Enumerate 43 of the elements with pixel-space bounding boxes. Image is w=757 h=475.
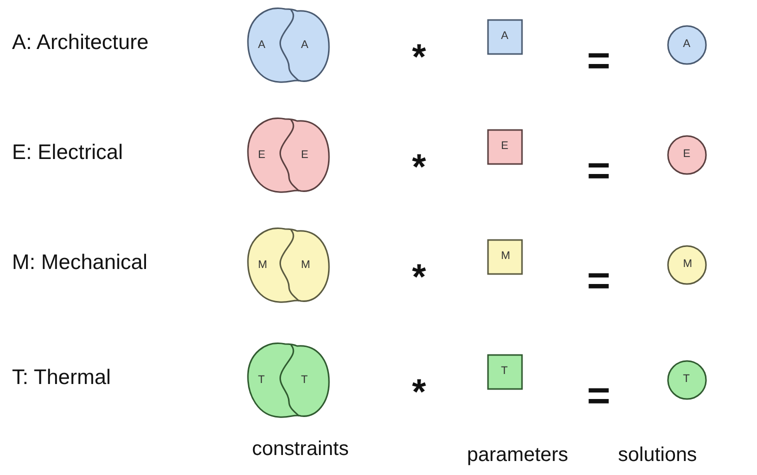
parameter-square bbox=[487, 19, 523, 55]
equals-sign: = bbox=[587, 151, 610, 191]
column-label: constraints bbox=[252, 438, 349, 461]
multiply-sign: * bbox=[412, 149, 426, 185]
row-label: T: Thermal bbox=[12, 366, 111, 390]
column-label: parameters bbox=[467, 444, 568, 467]
node-letter: A bbox=[301, 39, 308, 51]
equals-sign: = bbox=[587, 261, 610, 301]
multiply-sign: * bbox=[412, 39, 426, 75]
column-label: solutions bbox=[618, 444, 697, 467]
node-letter: M bbox=[258, 259, 268, 271]
node-letter: E bbox=[501, 140, 508, 152]
parameter-square bbox=[487, 239, 523, 275]
multiply-sign: * bbox=[412, 374, 426, 410]
constraint-blob bbox=[245, 115, 331, 195]
equals-sign: = bbox=[587, 376, 610, 416]
node-letter: M bbox=[301, 259, 310, 271]
solution-circle bbox=[667, 25, 707, 65]
constraint-blob bbox=[245, 340, 331, 420]
node-letter: E bbox=[258, 149, 266, 161]
row-label: M: Mechanical bbox=[12, 251, 148, 275]
multiply-sign: * bbox=[412, 259, 426, 295]
node-letter: A bbox=[683, 38, 690, 50]
parameter-square bbox=[487, 129, 523, 165]
node-letter: M bbox=[683, 258, 692, 270]
row-label: A: Architecture bbox=[12, 31, 149, 55]
node-letter: A bbox=[258, 39, 266, 51]
node-letter: T bbox=[258, 374, 265, 386]
node-letter: T bbox=[301, 374, 308, 386]
equals-sign: = bbox=[587, 41, 610, 81]
node-letter: M bbox=[501, 250, 510, 262]
solution-circle bbox=[667, 245, 707, 285]
row-label: E: Electrical bbox=[12, 141, 123, 165]
constraint-blob bbox=[245, 225, 331, 305]
constraint-blob bbox=[245, 5, 331, 85]
node-letter: E bbox=[301, 149, 308, 161]
node-letter: T bbox=[683, 373, 690, 385]
parameter-square bbox=[487, 354, 523, 390]
node-letter: T bbox=[501, 365, 508, 377]
solution-circle bbox=[667, 360, 707, 400]
node-letter: A bbox=[501, 30, 508, 42]
node-letter: E bbox=[683, 148, 690, 160]
solution-circle bbox=[667, 135, 707, 175]
